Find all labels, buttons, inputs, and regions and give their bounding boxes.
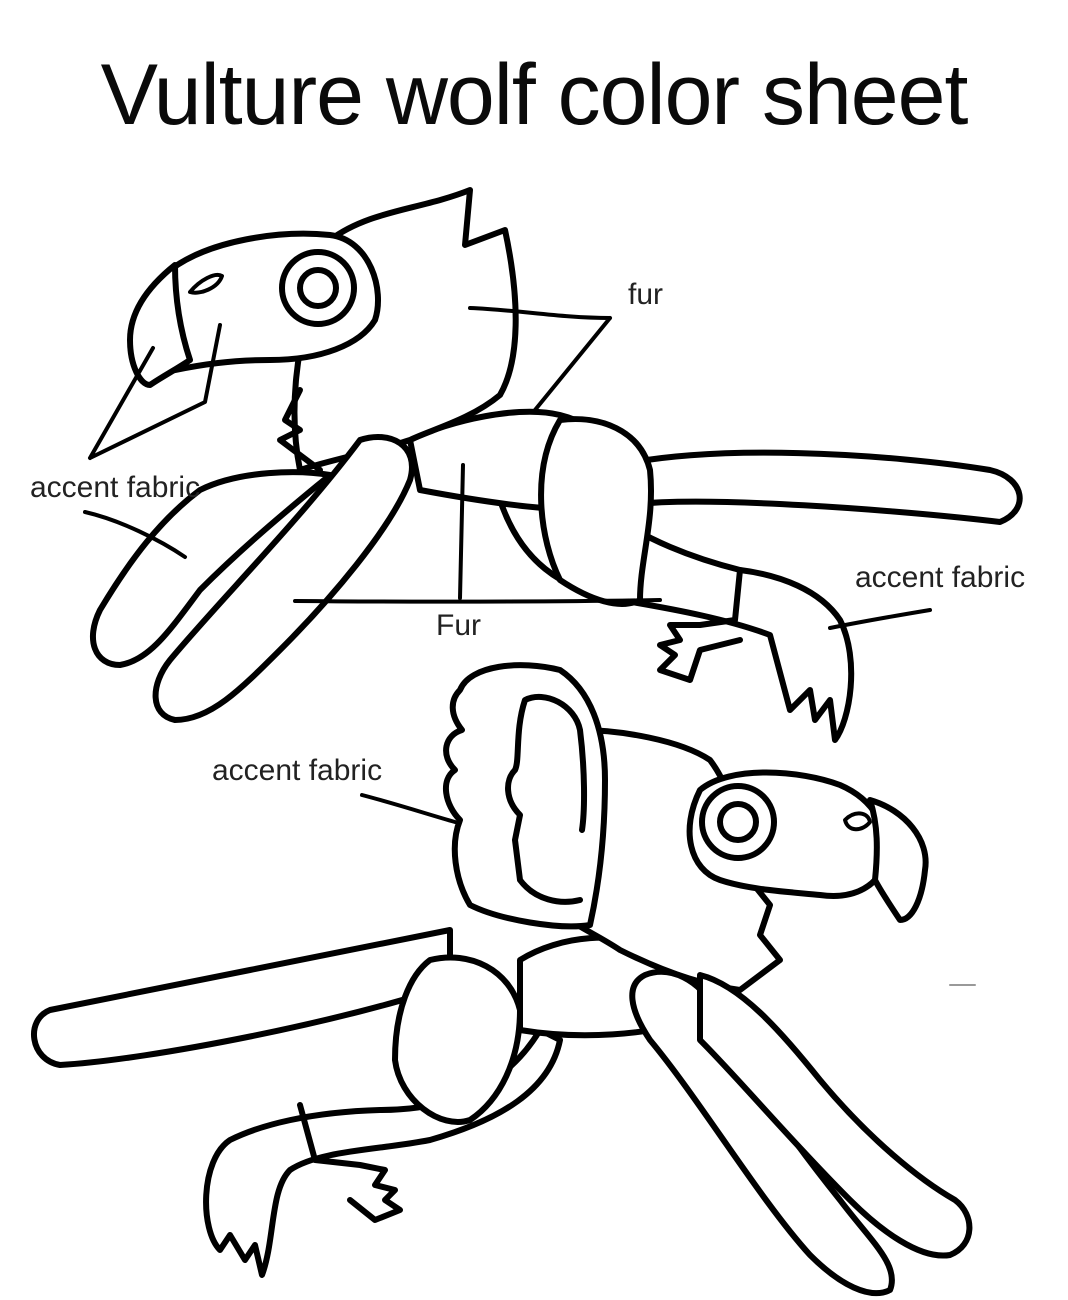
bottom-eye-outer xyxy=(699,783,777,861)
label-accent-wing: accent fabric xyxy=(212,754,383,787)
callout-accent-right xyxy=(828,608,932,630)
top-beak xyxy=(127,262,193,388)
bottom-wing xyxy=(442,662,608,930)
bottom-nostril xyxy=(843,811,872,832)
bottom-eye-inner xyxy=(717,801,759,843)
label-fur-top: fur xyxy=(628,278,664,311)
callout-accent-wing xyxy=(360,793,457,824)
bottom-rear-claws xyxy=(297,1102,403,1223)
sheet-title: Vulture wolf color sheet xyxy=(100,47,969,143)
top-eye-outer xyxy=(279,249,357,327)
bottom-front-leg-far xyxy=(697,972,973,1259)
bottom-beak xyxy=(867,797,929,923)
top-front-leg-rear xyxy=(538,416,654,607)
label-accent-right: accent fabric xyxy=(855,561,1026,594)
top-back-leg xyxy=(597,449,1023,525)
figure-bottom xyxy=(31,662,976,1297)
bottom-tail xyxy=(203,1027,563,1278)
callout-accent-left-beak xyxy=(88,323,222,460)
top-left-leg xyxy=(89,469,333,668)
label-accent-left: accent fabric xyxy=(30,471,201,504)
callout-fur-body xyxy=(293,463,662,604)
callout-accent-left-leg xyxy=(83,510,187,559)
bottom-wing-inner xyxy=(505,693,588,905)
figure-top xyxy=(83,187,1023,743)
bottom-hind-leg xyxy=(392,954,523,1125)
top-rear-claws xyxy=(657,567,743,683)
top-nostril xyxy=(188,273,224,295)
top-front-leg-near xyxy=(152,433,415,723)
top-eye-inner xyxy=(297,267,339,309)
top-neck-tuft xyxy=(277,387,323,473)
bottom-back-leg xyxy=(31,927,453,1068)
label-fur-body: Fur xyxy=(436,609,481,642)
callout-fur-top xyxy=(468,306,612,412)
